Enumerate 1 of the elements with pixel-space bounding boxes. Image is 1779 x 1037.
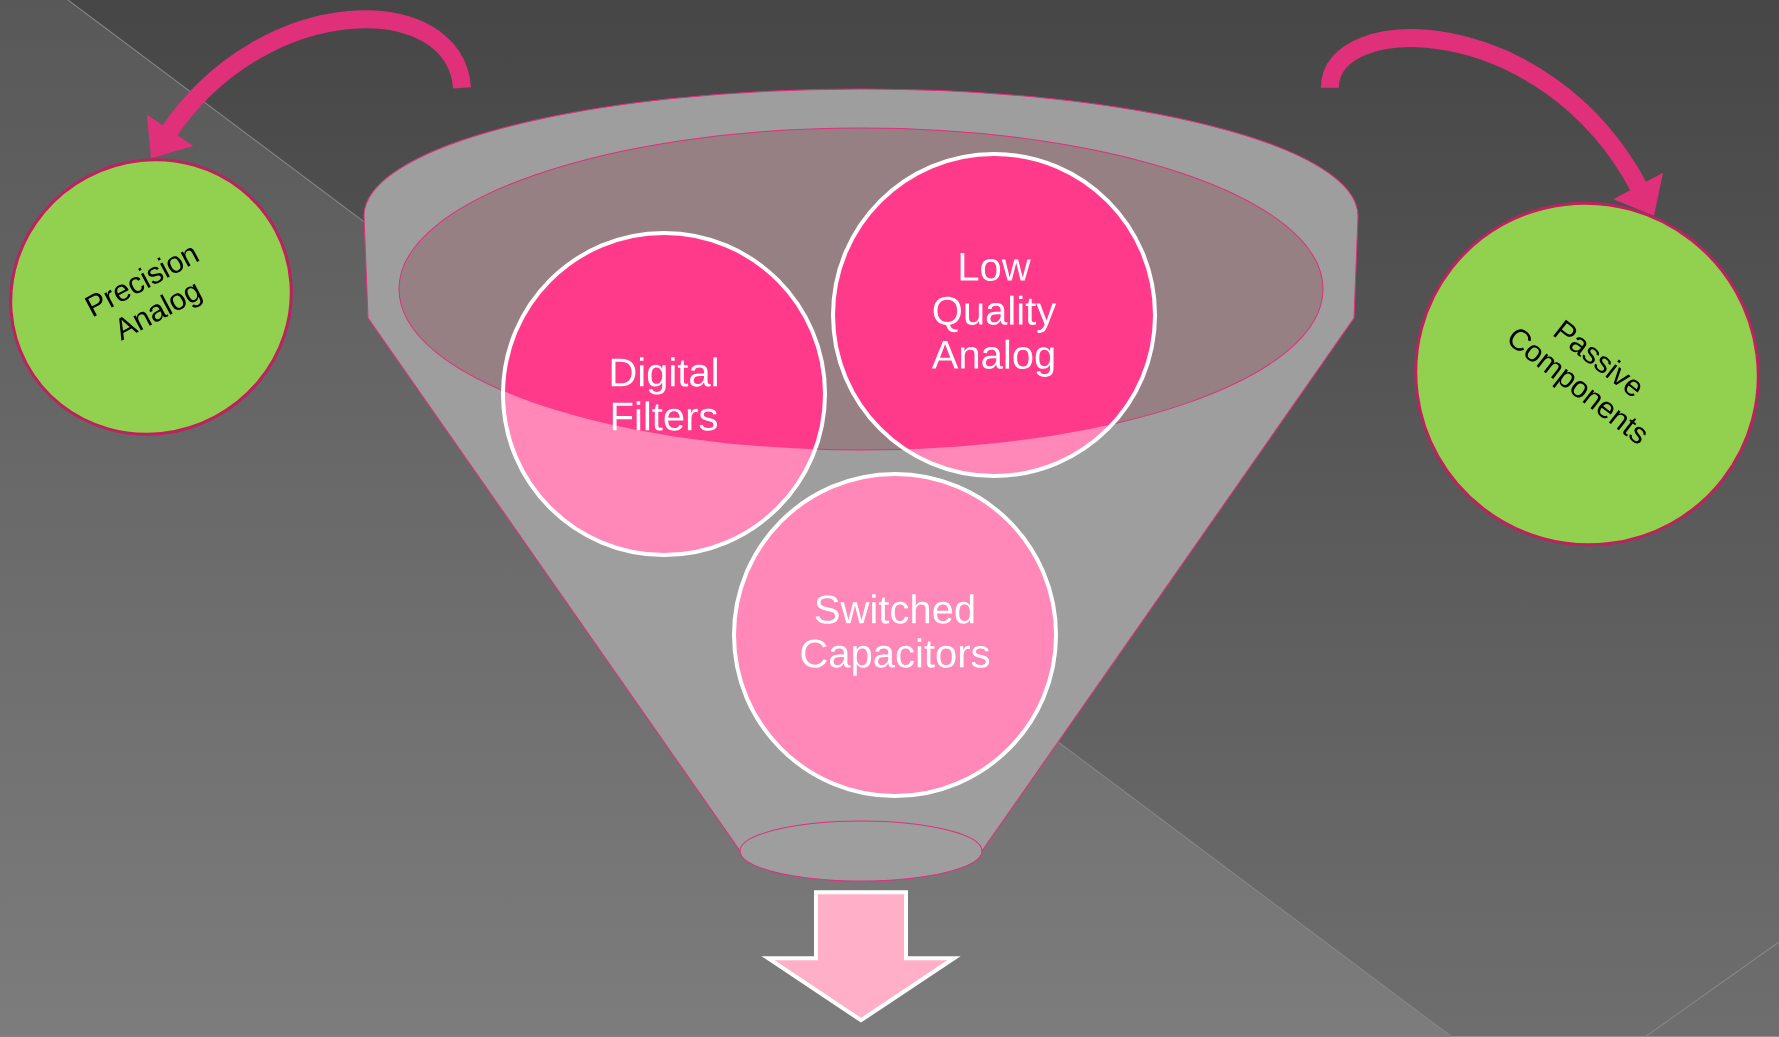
arrow xyxy=(761,890,961,1023)
